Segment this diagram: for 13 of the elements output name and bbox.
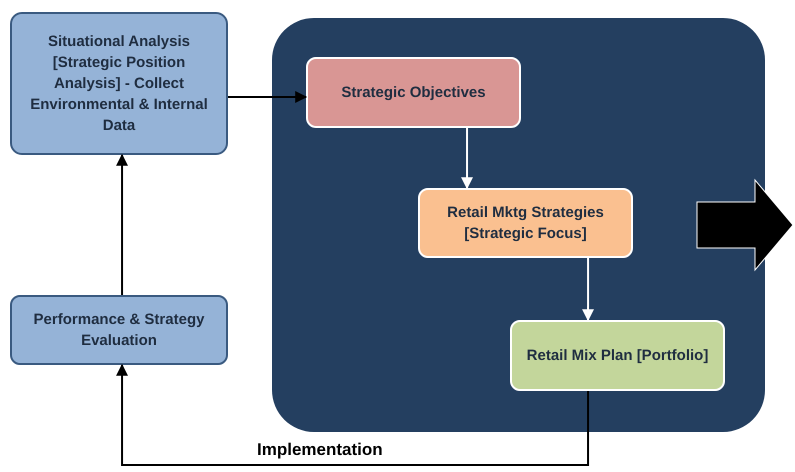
arrow [228, 90, 308, 103]
arrow [461, 128, 474, 190]
process-box: Performance & Strategy Evaluation [10, 295, 228, 365]
arrow [116, 154, 128, 295]
process-box: Strategic Objectives [306, 57, 521, 128]
panel-background [272, 18, 765, 432]
arrow [582, 258, 594, 322]
arrow [116, 364, 590, 466]
process-box: Retail Mix Plan [Portfolio] [510, 320, 725, 391]
process-box: Retail Mktg Strategies [Strategic Focus] [418, 188, 633, 258]
block-arrow [696, 178, 794, 272]
edge-label: Implementation [255, 440, 385, 460]
process-box: Situational Analysis [Strategic Position Analysis] - Collect Environmental & Internal Data [10, 12, 228, 155]
